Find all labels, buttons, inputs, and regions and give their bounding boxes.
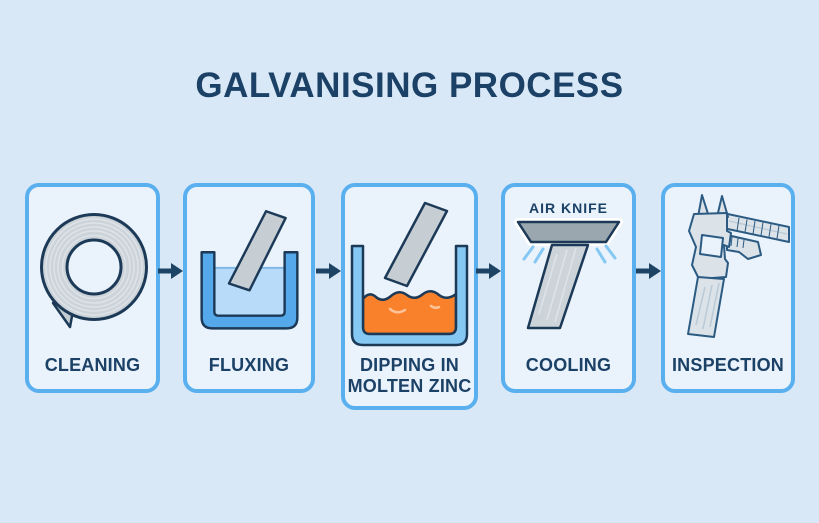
zinc-bath-icon <box>345 187 474 350</box>
flux-tank-icon <box>187 187 311 337</box>
step-label-inspection: INSPECTION <box>671 355 784 375</box>
page-title: GALVANISING PROCESS <box>195 66 624 105</box>
step-label-cleaning: CLEANING <box>44 355 141 375</box>
steel-coil-icon <box>29 187 156 345</box>
step-label-fluxing: FLUXING <box>208 355 290 375</box>
step-card-fluxing: FLUXING <box>183 183 315 393</box>
flow-arrow-icon <box>636 262 662 280</box>
step-card-cleaning: CLEANING <box>25 183 160 393</box>
caliper-icon <box>665 187 791 345</box>
flow-arrow-icon <box>158 262 184 280</box>
step-label-cooling: COOLING <box>525 355 612 375</box>
step-label-dipping: DIPPING IN MOLTEN ZINC <box>347 355 472 396</box>
step-card-inspection: INSPECTION <box>661 183 795 393</box>
air-knife-caption: AIR KNIFE <box>529 200 608 216</box>
step-card-dipping: DIPPING IN MOLTEN ZINC <box>341 183 478 410</box>
air-knife-icon <box>505 216 632 338</box>
flow-arrow-icon <box>476 262 502 280</box>
flow-arrow-icon <box>316 262 342 280</box>
step-card-cooling: AIR KNIFE COOLING <box>501 183 636 393</box>
